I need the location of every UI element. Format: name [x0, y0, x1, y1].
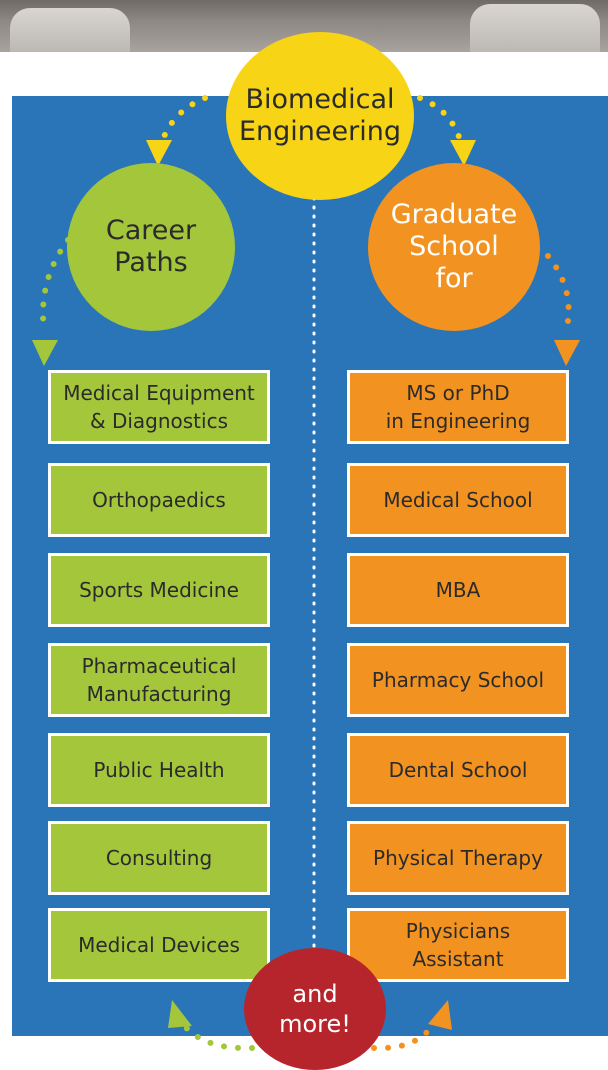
arrowhead-career-left — [32, 340, 58, 366]
grad-item-line1: Dental School — [388, 758, 528, 782]
career-item-line2: Manufacturing — [86, 682, 232, 706]
graduate-school-circle: Graduate School for — [368, 163, 540, 331]
career-paths-circle: Career Paths — [67, 163, 235, 331]
grad-item-ms-phd: MS or PhD in Engineering — [347, 370, 569, 444]
grad-item-physicians-assistant: Physicians Assistant — [347, 908, 569, 982]
career-item-medical-devices: Medical Devices — [48, 908, 270, 982]
grad-item-medical-school: Medical School — [347, 463, 569, 537]
arrowhead-bottom-left — [168, 1000, 192, 1028]
and-more-line1: and — [292, 980, 338, 1008]
grad-item-line2: Assistant — [412, 947, 504, 971]
career-item-line1: Orthopaedics — [92, 488, 226, 512]
graduate-school-line1: Graduate — [390, 199, 518, 230]
career-item-line1: Consulting — [105, 846, 213, 870]
career-item-sports-medicine: Sports Medicine — [48, 553, 270, 627]
grad-item-physical-therapy: Physical Therapy — [347, 821, 569, 895]
arrowhead-top-left — [146, 140, 172, 166]
graduate-school-line3: for — [435, 263, 473, 294]
graduate-school-line2: School — [409, 231, 499, 262]
grad-item-line1: MS or PhD — [406, 381, 510, 405]
grad-item-line1: MBA — [435, 578, 481, 602]
grad-item-dental-school: Dental School — [347, 733, 569, 807]
grad-item-pharmacy-school: Pharmacy School — [347, 643, 569, 717]
career-item-line1: Medical Equipment — [63, 381, 255, 405]
dotted-arrow-bottom-right — [371, 1017, 439, 1052]
and-more-circle: and more! — [244, 948, 386, 1070]
grad-item-line1: Pharmacy School — [371, 668, 545, 692]
arrowhead-top-right — [450, 140, 476, 166]
career-item-line1: Medical Devices — [78, 933, 240, 957]
grad-item-line1: Physical Therapy — [373, 846, 543, 870]
career-paths-line2: Paths — [114, 247, 188, 278]
dotted-arrow-grad-right — [545, 253, 572, 335]
career-item-consulting: Consulting — [48, 821, 270, 895]
career-item-medical-equipment: Medical Equipment & Diagnostics — [48, 370, 270, 444]
career-item-line1: Sports Medicine — [79, 578, 239, 602]
dotted-arrow-career-left — [40, 237, 71, 333]
arrowhead-bottom-right — [428, 1000, 452, 1030]
biomedical-engineering-line2: Engineering — [239, 116, 401, 147]
and-more-line2: more! — [279, 1010, 351, 1038]
grad-item-line1: Physicians — [405, 919, 511, 943]
biomedical-engineering-line1: Biomedical — [245, 84, 395, 115]
grad-item-mba: MBA — [347, 553, 569, 627]
career-item-pharmaceutical: Pharmaceutical Manufacturing — [48, 643, 270, 717]
career-item-public-health: Public Health — [48, 733, 270, 807]
dotted-arrow-bottom-left — [177, 1017, 255, 1052]
career-paths-line1: Career — [105, 215, 197, 246]
grad-item-line1: Medical School — [383, 488, 533, 512]
biomedical-engineering-circle: Biomedical Engineering — [226, 32, 414, 200]
arrowhead-grad-right — [554, 340, 580, 366]
career-item-line2: & Diagnostics — [89, 409, 228, 433]
career-item-line1: Public Health — [93, 758, 225, 782]
career-item-line1: Pharmaceutical — [81, 654, 237, 678]
grad-item-line2: in Engineering — [385, 409, 531, 433]
career-item-orthopaedics: Orthopaedics — [48, 463, 270, 537]
